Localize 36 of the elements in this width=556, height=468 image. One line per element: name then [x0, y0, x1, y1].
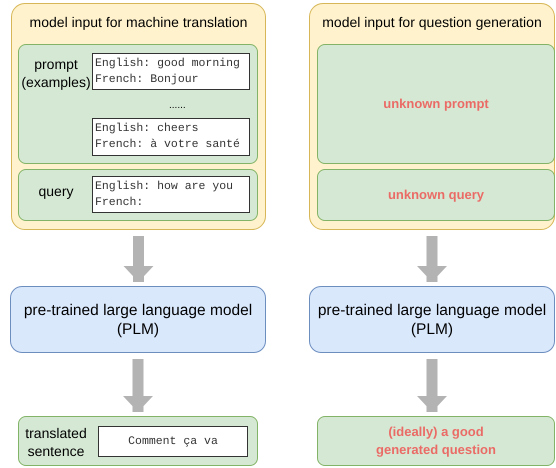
text-box: [92, 53, 250, 90]
code-text: French: Bonjour: [95, 72, 200, 88]
model-box: [10, 286, 266, 353]
box-label: pre-trained large language model (PLM): [316, 300, 548, 338]
code-text: English: cheers: [95, 121, 200, 137]
arrow: [123, 359, 153, 412]
group-box: [18, 44, 258, 164]
code-text: English: how are you: [95, 178, 234, 194]
group-box: [18, 169, 258, 221]
box-title: model input for machine translation: [28, 13, 248, 31]
box-label: unknown prompt: [383, 95, 489, 113]
text-box: [98, 426, 248, 457]
box-label: (ideally) a good generated question: [375, 423, 497, 459]
container-box: [309, 3, 555, 230]
box-title: model input for question generation: [321, 13, 543, 31]
container-box: [11, 3, 266, 230]
group-box: [317, 416, 555, 466]
text-box: [92, 176, 250, 213]
code-text: English: good morning: [95, 56, 241, 72]
arrow: [417, 236, 447, 282]
group-box: [18, 416, 258, 466]
arrow: [124, 236, 154, 282]
code-text: French:: [95, 194, 144, 210]
model-box: [309, 286, 555, 353]
arrow: [417, 359, 447, 412]
code-text: Comment ça va: [128, 434, 218, 450]
group-box: [317, 169, 555, 221]
box-label: query: [37, 182, 75, 200]
box-label: unknown query: [388, 186, 484, 204]
group-box: [317, 44, 555, 164]
code-text: French: à votre santé: [95, 137, 241, 153]
box-label: translated sentence: [24, 424, 88, 460]
ellipsis-text: ......: [169, 100, 186, 112]
box-label: pre-trained large language model (PLM): [22, 300, 254, 338]
box-label: prompt (examples): [20, 55, 92, 91]
text-box: [92, 118, 250, 156]
